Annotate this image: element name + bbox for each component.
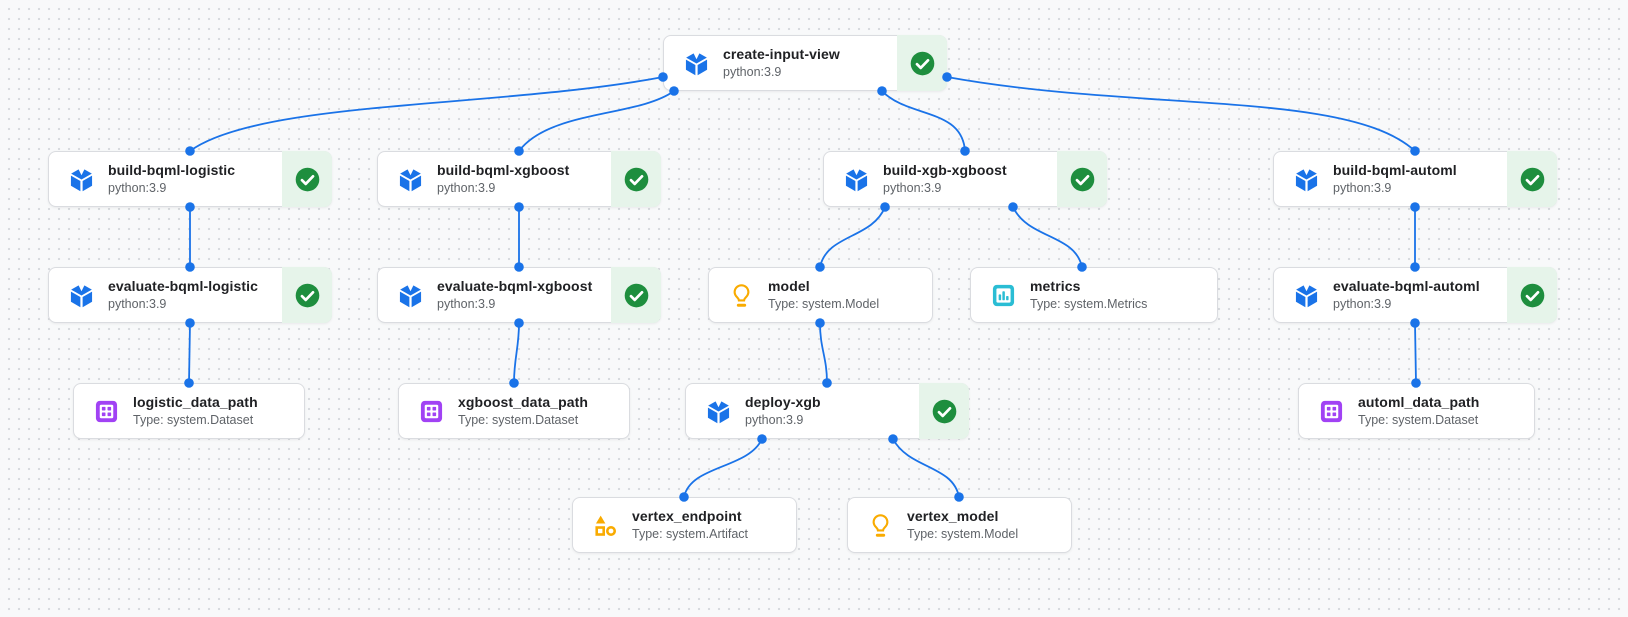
model-lightbulb-icon [728,282,755,309]
node-subtitle: python:3.9 [723,65,782,79]
component-cube-icon [397,282,424,309]
node-deploy-xgb[interactable]: deploy-xgb python:3.9 [685,383,969,439]
check-circle-icon [930,397,958,425]
node-subtitle: python:3.9 [1333,181,1392,195]
check-circle-icon [293,165,321,193]
node-evaluate-bqml-logistic[interactable]: evaluate-bqml-logistic python:3.9 [48,267,332,323]
node-artifact-xgboost-data-path[interactable]: xgboost_data_path Type: system.Dataset [398,383,630,439]
node-title: automl_data_path [1358,394,1480,410]
node-title: model [768,278,810,294]
node-title: logistic_data_path [133,394,258,410]
status-succeeded-badge [282,267,332,323]
node-evaluate-bqml-xgboost[interactable]: evaluate-bqml-xgboost python:3.9 [377,267,661,323]
node-title: metrics [1030,278,1081,294]
node-subtitle: python:3.9 [1333,297,1392,311]
component-cube-icon [843,166,870,193]
node-build-bqml-automl[interactable]: build-bqml-automl python:3.9 [1273,151,1557,207]
node-subtitle: Type: system.Dataset [1358,413,1479,427]
node-subtitle: Type: system.Artifact [632,527,749,541]
node-subtitle: Type: system.Dataset [133,413,254,427]
node-title: build-bqml-logistic [108,162,236,178]
node-subtitle: Type: system.Model [768,297,880,311]
check-circle-icon [293,281,321,309]
node-subtitle: python:3.9 [108,297,167,311]
node-artifact-vertex-endpoint[interactable]: vertex_endpoint Type: system.Artifact [572,497,797,553]
node-subtitle: Type: system.Metrics [1030,297,1148,311]
node-subtitle: python:3.9 [883,181,942,195]
node-build-xgb-xgboost[interactable]: build-xgb-xgboost python:3.9 [823,151,1107,207]
node-subtitle: python:3.9 [108,181,167,195]
dataset-grid-icon [93,398,120,425]
node-create-input-view[interactable]: create-input-view python:3.9 [663,35,947,91]
node-title: build-bqml-xgboost [437,162,570,178]
node-artifact-metrics[interactable]: metrics Type: system.Metrics [970,267,1218,323]
node-artifact-logistic-data-path[interactable]: logistic_data_path Type: system.Dataset [73,383,305,439]
node-title: build-bqml-automl [1333,162,1457,178]
node-title: deploy-xgb [745,394,821,410]
node-title: vertex_model [907,508,999,524]
model-lightbulb-icon [867,512,894,539]
check-circle-icon [1518,281,1546,309]
node-title: evaluate-bqml-automl [1333,278,1480,294]
component-cube-icon [1293,166,1320,193]
node-title: evaluate-bqml-logistic [108,278,259,294]
component-cube-icon [683,50,710,77]
node-artifact-vertex-model[interactable]: vertex_model Type: system.Model [847,497,1072,553]
status-succeeded-badge [611,151,661,207]
dataset-grid-icon [1318,398,1345,425]
status-succeeded-badge [1507,267,1557,323]
artifact-shapes-icon [592,512,619,539]
node-title: create-input-view [723,46,840,62]
node-artifact-model[interactable]: model Type: system.Model [708,267,933,323]
node-subtitle: python:3.9 [437,181,496,195]
node-subtitle: python:3.9 [437,297,496,311]
node-subtitle: Type: system.Model [907,527,1019,541]
component-cube-icon [68,282,95,309]
component-cube-icon [1293,282,1320,309]
node-title: evaluate-bqml-xgboost [437,278,593,294]
status-succeeded-badge [1507,151,1557,207]
check-circle-icon [622,281,650,309]
status-succeeded-badge [919,383,969,439]
component-cube-icon [397,166,424,193]
metrics-chart-icon [990,282,1017,309]
node-evaluate-bqml-automl[interactable]: evaluate-bqml-automl python:3.9 [1273,267,1557,323]
component-cube-icon [705,398,732,425]
node-title: xgboost_data_path [458,394,589,410]
node-artifact-automl-data-path[interactable]: automl_data_path Type: system.Dataset [1298,383,1535,439]
check-circle-icon [908,49,936,77]
node-build-bqml-logistic[interactable]: build-bqml-logistic python:3.9 [48,151,332,207]
status-succeeded-badge [282,151,332,207]
dataset-grid-icon [418,398,445,425]
component-cube-icon [68,166,95,193]
status-succeeded-badge [1057,151,1107,207]
node-title: build-xgb-xgboost [883,162,1007,178]
status-succeeded-badge [611,267,661,323]
check-circle-icon [1068,165,1096,193]
node-subtitle: Type: system.Dataset [458,413,579,427]
node-subtitle: python:3.9 [745,413,804,427]
check-circle-icon [622,165,650,193]
node-build-bqml-xgboost[interactable]: build-bqml-xgboost python:3.9 [377,151,661,207]
status-succeeded-badge [897,35,947,91]
check-circle-icon [1518,165,1546,193]
node-title: vertex_endpoint [632,508,742,524]
